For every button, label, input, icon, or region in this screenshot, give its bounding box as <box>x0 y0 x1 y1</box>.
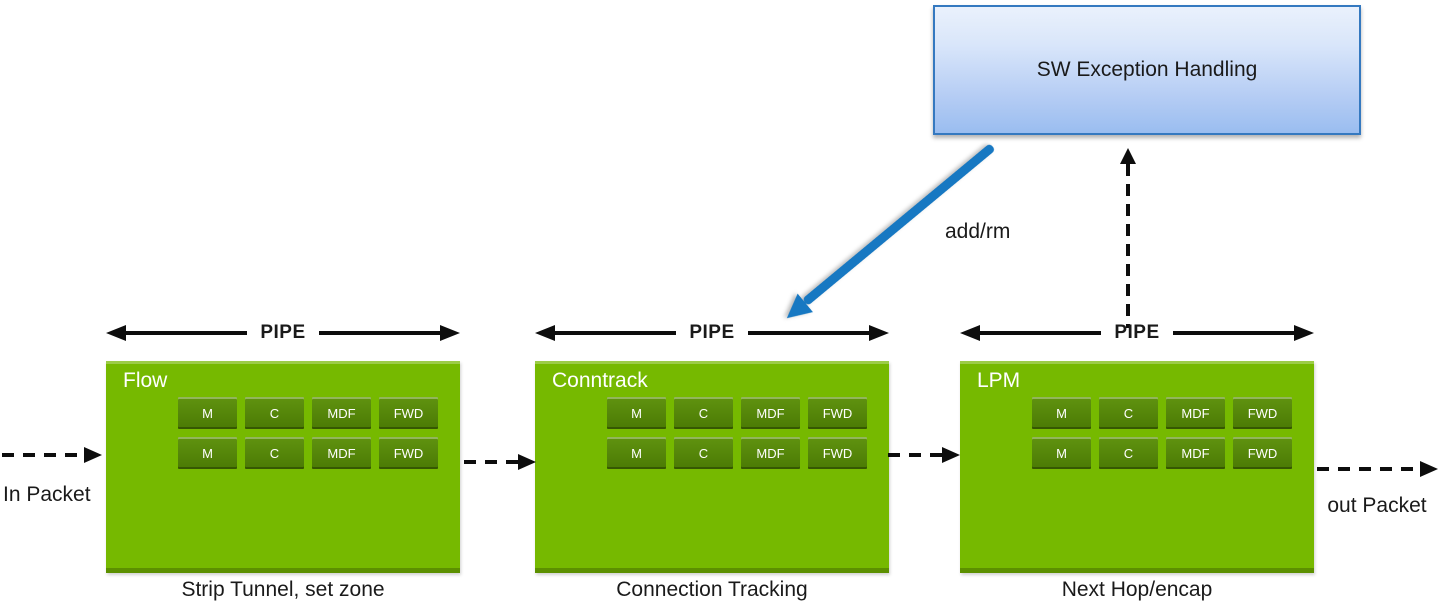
pipe-cell: MDF <box>312 397 371 429</box>
right-arrowhead-icon <box>869 325 889 341</box>
in-packet-arrow <box>2 447 102 463</box>
pipe-cell: MDF <box>741 397 800 429</box>
pipe-cell: C <box>245 397 304 429</box>
up-arrowhead-icon <box>1120 148 1136 164</box>
pipe-cell: M <box>1032 437 1091 469</box>
cell-grid: M C MDF FWD M C MDF FWD <box>607 397 867 469</box>
dashed-line-vertical <box>1126 164 1130 328</box>
pipe-cell: C <box>245 437 304 469</box>
dashed-line <box>888 453 942 457</box>
pipe-cell: FWD <box>808 437 867 469</box>
pipe-label: PIPE <box>689 322 735 343</box>
pipe-cell: FWD <box>1233 437 1292 469</box>
pipe-line <box>747 331 869 335</box>
pipe-cell: C <box>1099 437 1158 469</box>
stage-title: Flow <box>123 369 168 392</box>
right-arrowhead-icon <box>84 447 102 463</box>
pipe-cell: M <box>607 437 666 469</box>
dashed-line <box>1317 467 1420 471</box>
dashed-line <box>464 460 518 464</box>
pipe-line <box>980 331 1102 335</box>
pipe-indicator-lpm: PIPE <box>960 322 1314 343</box>
pipe-cell: MDF <box>312 437 371 469</box>
flow-to-conntrack-arrow <box>464 454 536 470</box>
pipe-label: PIPE <box>260 322 306 343</box>
dashed-line <box>2 453 84 457</box>
pipe-cell: M <box>178 397 237 429</box>
pipe-cell: C <box>1099 397 1158 429</box>
right-arrowhead-icon <box>1420 461 1438 477</box>
cell-grid: M C MDF FWD M C MDF FWD <box>178 397 438 469</box>
right-arrowhead-icon <box>942 447 960 463</box>
sw-exception-handling-label: SW Exception Handling <box>1036 58 1258 81</box>
pipe-cell: FWD <box>808 397 867 429</box>
in-packet-label: In Packet <box>3 483 91 506</box>
pipe-cell: C <box>674 437 733 469</box>
stage-caption-lpm: Next Hop/encap <box>1061 578 1213 601</box>
pipe-cell: M <box>178 437 237 469</box>
stage-box-conntrack: Conntrack M C MDF FWD M C MDF FWD <box>535 361 889 573</box>
out-packet-arrow <box>1317 461 1438 477</box>
stage-caption-flow: Strip Tunnel, set zone <box>181 578 385 601</box>
pipe-cell: MDF <box>741 437 800 469</box>
stage-caption-conntrack: Connection Tracking <box>616 578 808 601</box>
pipe-line <box>555 331 677 335</box>
right-arrowhead-icon <box>518 454 536 470</box>
sw-exception-handling-box: SW Exception Handling <box>933 5 1361 135</box>
stage-title: LPM <box>977 369 1021 392</box>
pipe-indicator-flow: PIPE <box>106 322 460 343</box>
pipe-indicator-conntrack: PIPE <box>535 322 889 343</box>
right-arrowhead-icon <box>440 325 460 341</box>
pipe-label: PIPE <box>1114 322 1160 343</box>
pipe-cell: MDF <box>1166 437 1225 469</box>
left-arrowhead-icon <box>960 325 980 341</box>
left-arrowhead-icon <box>106 325 126 341</box>
lpm-to-exception-arrow <box>1120 148 1136 328</box>
pipe-cell: FWD <box>1233 397 1292 429</box>
pipe-line <box>1172 331 1294 335</box>
out-packet-label: out Packet <box>1327 494 1427 517</box>
stage-title: Conntrack <box>552 369 648 392</box>
pipe-cell: C <box>674 397 733 429</box>
pipe-cell: M <box>1032 397 1091 429</box>
pipe-cell: FWD <box>379 437 438 469</box>
pipe-cell: M <box>607 397 666 429</box>
cell-grid: M C MDF FWD M C MDF FWD <box>1032 397 1292 469</box>
pipe-line <box>318 331 440 335</box>
add-rm-label: add/rm <box>945 220 1011 243</box>
left-arrowhead-icon <box>535 325 555 341</box>
pipe-line <box>126 331 248 335</box>
pipe-cell: MDF <box>1166 397 1225 429</box>
pipe-cell: FWD <box>379 397 438 429</box>
conntrack-to-lpm-arrow <box>888 447 960 463</box>
right-arrowhead-icon <box>1294 325 1314 341</box>
stage-box-lpm: LPM M C MDF FWD M C MDF FWD <box>960 361 1314 573</box>
stage-box-flow: Flow M C MDF FWD M C MDF FWD <box>106 361 460 573</box>
